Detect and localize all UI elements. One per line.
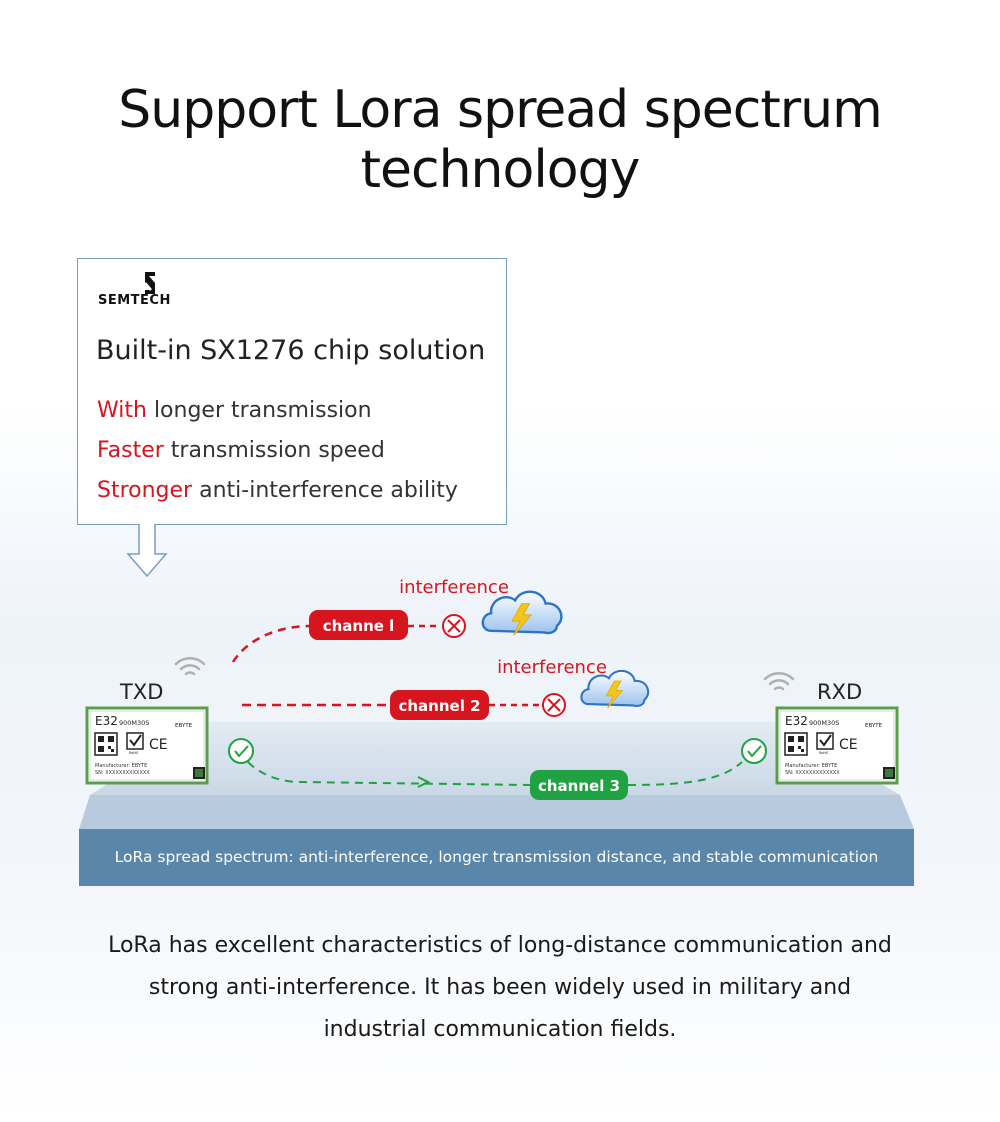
callout-heading: Built-in SX1276 chip solution: [96, 335, 486, 366]
feature-highlight: With: [97, 398, 147, 423]
direction-arrow-icon: [417, 776, 431, 788]
module-manufacturer: Manufacturer: EBYTE: [785, 763, 837, 769]
interference-label: interference: [399, 577, 509, 598]
semtech-mark-icon: [144, 272, 155, 294]
chip-callout: SEMTECH Built-in SX1276 chip solution Wi…: [77, 258, 507, 525]
feature-text: longer transmission: [146, 398, 372, 423]
module-brand: EBYTE: [175, 723, 193, 729]
channel-3-pill: [530, 770, 628, 800]
blocked-icon: [442, 614, 466, 638]
platform-front: [79, 795, 914, 829]
module-model: E32: [785, 714, 808, 728]
tx-module: E32 900M30S EBYTE CE RoHS Manufacturer: …: [85, 706, 209, 785]
transmission-diagram: TXD RXD channe l interference channel 2 …: [79, 523, 914, 829]
wifi-icon: [174, 657, 206, 676]
channel-1-path: [231, 624, 311, 663]
module-variant: 900M30S: [809, 719, 839, 727]
platform-top: [90, 722, 900, 795]
channel-3-path: [247, 761, 743, 786]
interference-label: interference: [497, 657, 607, 678]
module-serial: SN: XXXXXXXXXXXXX: [95, 770, 150, 776]
callout-down-arrow-icon: [126, 524, 168, 578]
feature-line: With longer transmission: [97, 398, 372, 423]
ce-mark: CE: [839, 737, 858, 753]
page-title: Support Lora spread spectrum technology: [118, 80, 883, 200]
channel-2-label: channel 2: [398, 697, 480, 715]
feature-line: Faster transmission speed: [97, 438, 385, 463]
rohs-mark: RoHS: [819, 751, 829, 755]
tx-label: TXD: [119, 680, 163, 704]
description-line: industrial communication fields.: [323, 1017, 677, 1042]
description: LoRa has excellent characteristics of lo…: [60, 925, 940, 1051]
rx-module: E32 900M30S EBYTE CE RoHS Manufacturer: …: [775, 706, 899, 785]
description-line: LoRa has excellent characteristics of lo…: [108, 933, 892, 958]
channel-1-pill: [309, 610, 408, 640]
feature-highlight: Stronger: [97, 478, 193, 503]
channel-2-pill: [390, 690, 489, 720]
rohs-mark: RoHS: [129, 751, 139, 755]
module-model: E32: [95, 714, 118, 728]
check-icon: [741, 738, 767, 764]
feature-highlight: Faster: [97, 438, 164, 463]
channel-1-label: channe l: [323, 617, 395, 635]
feature-line: Stronger anti-interference ability: [97, 478, 458, 503]
storm-cloud-icon: [481, 590, 563, 637]
wifi-icon: [763, 672, 795, 691]
rx-label: RXD: [817, 680, 862, 704]
blocked-icon: [542, 693, 566, 717]
check-icon: [228, 738, 254, 764]
spread-spectrum-banner: LoRa spread spectrum: anti-interference,…: [79, 829, 914, 886]
feature-text: anti-interference ability: [192, 478, 458, 503]
brand-name: SEMTECH: [98, 293, 171, 308]
description-line: strong anti-interference. It has been wi…: [148, 975, 852, 1000]
module-variant: 900M30S: [119, 719, 149, 727]
feature-text: transmission speed: [163, 438, 385, 463]
channel-3-label: channel 3: [538, 777, 620, 795]
ce-mark: CE: [149, 737, 168, 753]
module-manufacturer: Manufacturer: EBYTE: [95, 763, 147, 769]
module-brand: EBYTE: [865, 723, 883, 729]
module-serial: SN: XXXXXXXXXXXXX: [785, 770, 840, 776]
